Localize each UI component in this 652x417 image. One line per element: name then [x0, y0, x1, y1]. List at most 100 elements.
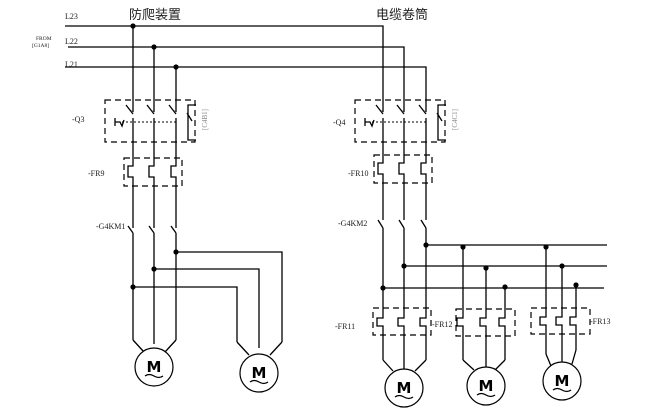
breaker-q3-pole: [146, 100, 155, 158]
breaker-q3-label: -Q3: [72, 115, 84, 124]
overload-fr11-element: [397, 310, 405, 370]
bus-l21: [65, 66, 427, 100]
motor-circle: [384, 368, 424, 408]
breaker-q4-aux-contact: [436, 104, 446, 141]
breaker-q3-ref: [C4B1]: [201, 109, 209, 130]
feed-motor2-l22: [154, 268, 260, 348]
junction: [543, 244, 549, 250]
junction: [130, 23, 136, 29]
breaker-q3-box: [104, 99, 196, 143]
bus-label-l21: L21: [65, 60, 78, 69]
contactor-g4km2-pole: [398, 219, 405, 310]
overload-fr12-element: [456, 310, 464, 360]
motor-2: M: [239, 353, 279, 393]
x-mark: ×: [424, 109, 427, 115]
breaker-q3-aux-contact: [186, 104, 196, 141]
overload-fr10-element: [420, 155, 427, 220]
overload-fr10-element: [398, 155, 405, 220]
breaker-q4-box: [354, 99, 446, 143]
bus-label-l23: L23: [65, 12, 78, 21]
breaker-q3-handle: [114, 118, 125, 128]
contactor-g4km2-pole: [377, 219, 384, 310]
ac-tilde-icon: [552, 387, 572, 393]
overload-fr9-element: [170, 158, 177, 228]
overload-fr11-label: -FR11: [335, 322, 355, 331]
bus-lines: [65, 25, 427, 100]
motor-symbol: M: [479, 377, 494, 395]
ac-tilde-icon: [249, 379, 269, 385]
x-mark: ×: [174, 109, 177, 115]
motor-1: M: [134, 347, 174, 387]
overload-fr12-element: [479, 310, 487, 370]
overload-fr10-label: -FR10: [348, 169, 368, 178]
overload-fr13-element: [539, 310, 547, 354]
breaker-q4-ref: [C4C1]: [451, 109, 459, 130]
contactor-g4km1-pole: [148, 225, 155, 344]
motor-circle: [134, 347, 174, 387]
right-section: -Q4 × × × [C4C1] -FR10 -G4KM2: [333, 99, 610, 408]
breaker-q4-pole: [396, 100, 405, 155]
junction: [401, 263, 407, 269]
junction: [173, 64, 179, 70]
overload-fr11-element: [419, 310, 427, 360]
contactor-g4km2-pole: [420, 219, 427, 310]
overload-fr13-element: [569, 310, 577, 350]
ac-tilde-icon: [144, 373, 164, 379]
breaker-q4-label: -Q4: [333, 118, 345, 127]
breaker-q3-pole: [125, 100, 134, 158]
x-mark: ×: [152, 109, 155, 115]
bus-l22: [68, 46, 405, 100]
ac-tilde-icon: [394, 394, 414, 400]
overload-fr13-label: -FR13: [590, 317, 610, 326]
contactor-g4km1-label: -G4KM1: [96, 222, 125, 231]
motor5-leads: [545, 349, 577, 367]
x-mark: ×: [402, 109, 405, 115]
overload-fr9-box: [123, 157, 183, 187]
junction: [460, 244, 466, 250]
overload-fr10-box: [373, 154, 433, 184]
x-mark: ×: [131, 109, 134, 115]
junction: [151, 44, 157, 50]
motor-symbol: M: [252, 364, 267, 382]
junction: [423, 242, 429, 248]
junction: [559, 263, 565, 269]
source-label: FROM: [36, 36, 52, 42]
motor-3: M: [384, 368, 424, 408]
motor-4: M: [466, 366, 506, 406]
left-section: -Q3 × × × [C4B1] -FR9 -G4KM1: [72, 23, 283, 393]
junction: [502, 284, 508, 290]
overload-fr10-element: [377, 155, 384, 220]
motor1-leads: [132, 339, 177, 353]
contactor-g4km2-label: -G4KM2: [338, 219, 367, 228]
bus-label-l22: L22: [65, 37, 78, 46]
motor-circle: [239, 353, 279, 393]
motor-symbol: M: [555, 372, 570, 390]
junction: [483, 265, 489, 271]
bus-l23: [65, 25, 384, 100]
junction: [173, 249, 179, 255]
breaker-q4-pole: [375, 100, 384, 155]
feed-motor2-l23: [133, 286, 238, 342]
overload-fr9-label: -FR9: [88, 169, 104, 178]
overload-fr13-element: [555, 310, 563, 364]
breaker-q3-pole: [168, 100, 177, 158]
motor-circle: [466, 366, 506, 406]
overload-fr11-element: [376, 310, 384, 360]
motor3-leads: [382, 359, 427, 372]
overload-fr9-element: [127, 158, 134, 228]
contactor-g4km1-pole: [170, 225, 177, 340]
ac-tilde-icon: [476, 392, 496, 398]
overload-fr9-element: [148, 158, 155, 228]
junction: [573, 282, 579, 288]
junction: [151, 266, 157, 272]
motor4-leads: [462, 359, 506, 371]
x-mark: ×: [381, 109, 384, 115]
contactor-g4km1-pole: [127, 225, 134, 340]
section-title-anti-climb: 防爬装置: [129, 7, 181, 23]
motor-symbol: M: [397, 379, 412, 397]
overload-fr12-element: [498, 310, 506, 360]
source-ref: [G1A8]: [32, 43, 49, 49]
breaker-q4-handle: [364, 118, 375, 128]
overload-fr11-box: [372, 307, 432, 336]
